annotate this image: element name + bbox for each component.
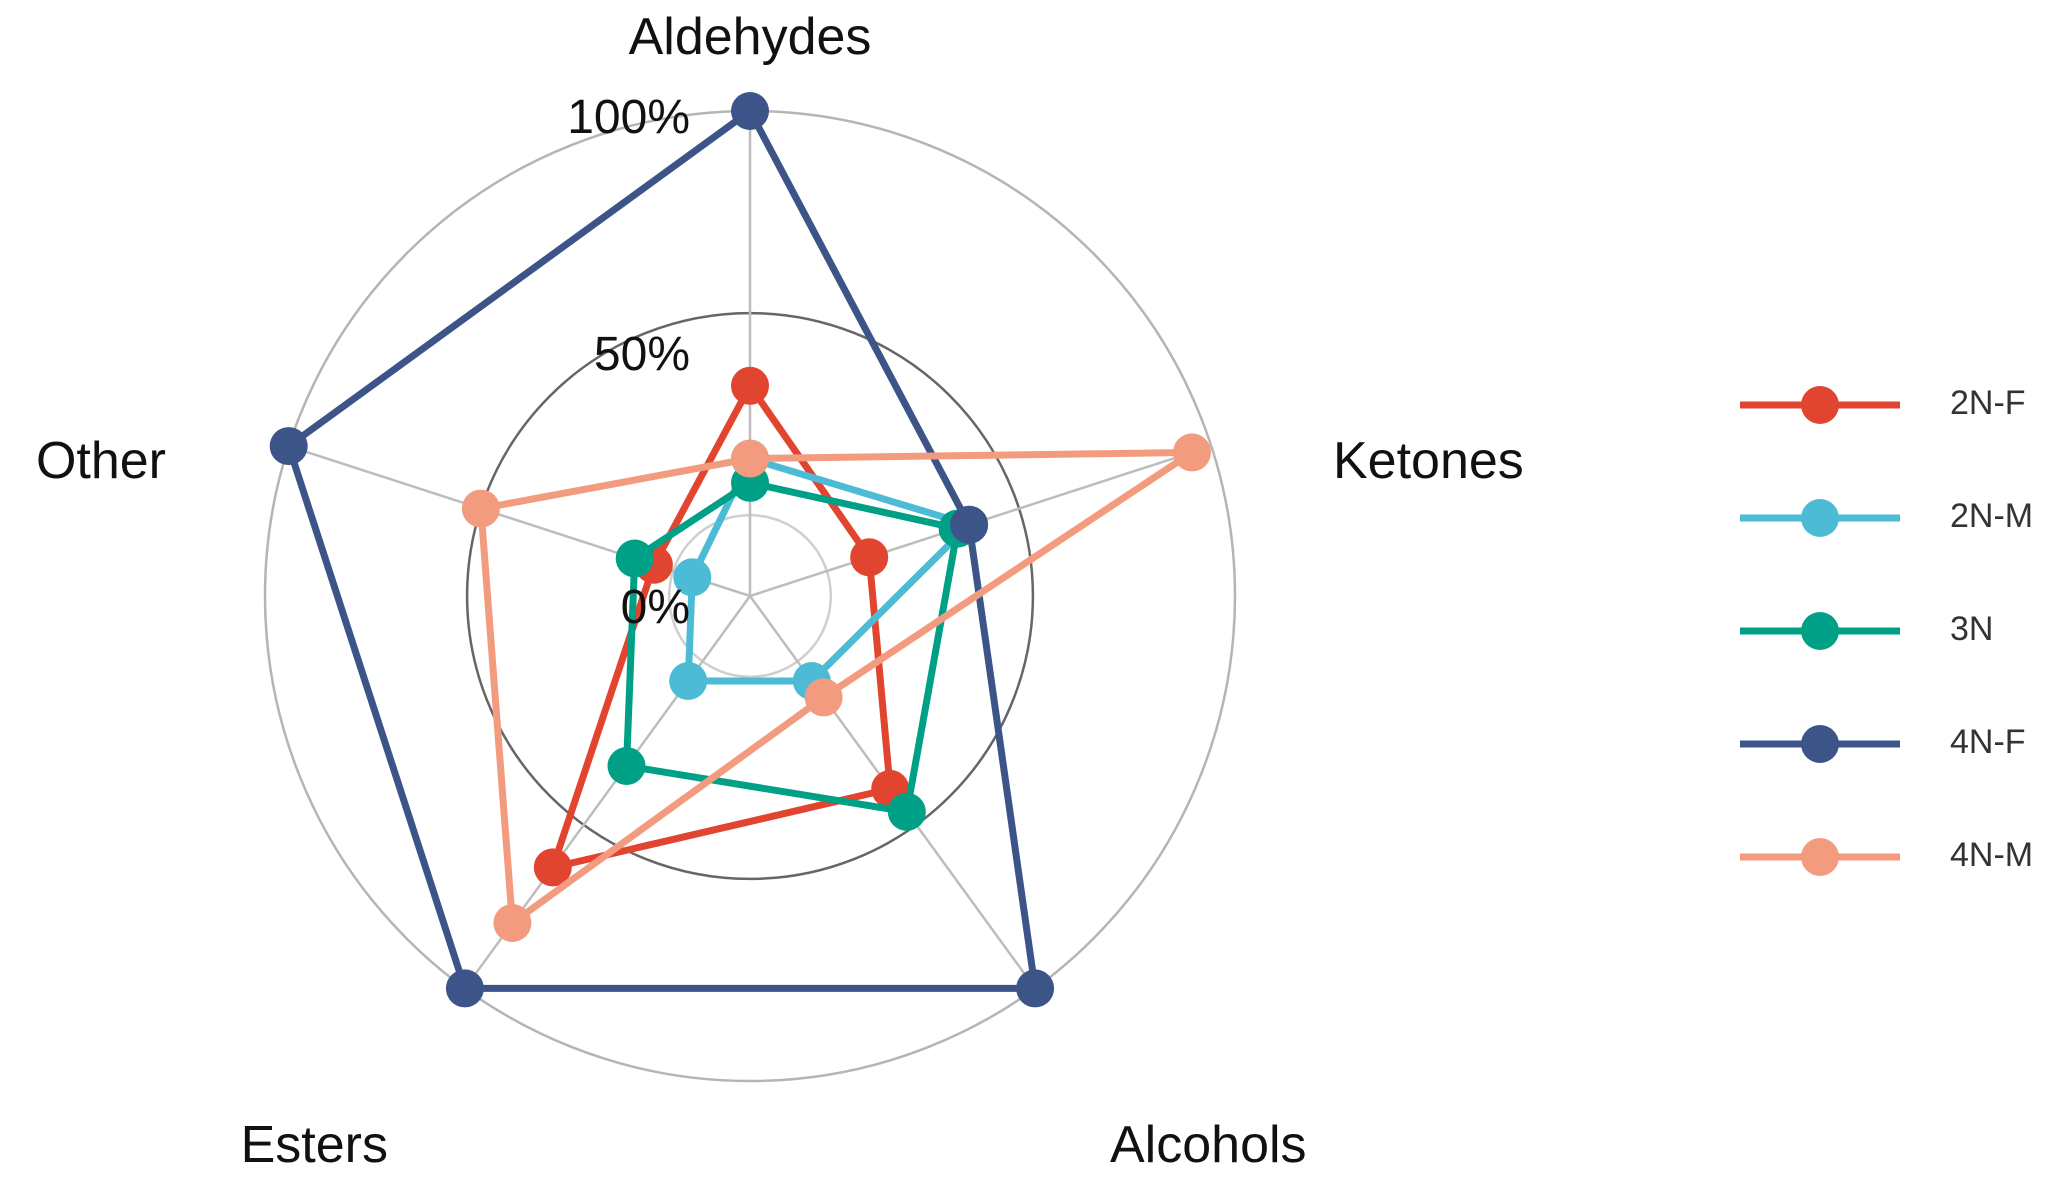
point-4n-f-aldehydes [731,92,769,130]
point-4n-f-other [269,427,308,466]
point-2n-f-aldehydes [731,366,769,405]
point-4n-f-ketones [950,505,989,544]
point-2n-m-other [673,558,712,597]
series-line-3n [623,479,962,816]
point-2n-f-ketones [850,538,889,577]
point-4n-m-aldehydes [731,439,769,478]
axis-label-esters: Esters [241,1116,388,1174]
axis-label-ketones: Ketones [1333,432,1524,490]
point-3n-alcohols [887,792,926,831]
radial-tick-labels: 0% 50% 100% [567,91,690,634]
axis-label-other: Other [36,432,166,490]
axis-label-aldehydes: Aldehydes [629,8,872,66]
legend-item-2n-m: 2N-M [1740,488,2040,548]
point-2n-f-esters [533,848,572,887]
point-4n-f-esters [445,969,484,1008]
spoke-other [288,444,751,598]
point-4n-m-alcohols [804,678,843,717]
series-3n [607,463,977,831]
legend-swatch-2n-m [1740,499,1900,537]
legend-swatch-4n-m [1740,838,1900,876]
point-4n-m-other [461,489,500,528]
legend-label-4n-m: 4N-M [1950,836,2034,874]
legend-item-2n-f: 2N-F [1740,375,2040,435]
point-4n-m-esters [493,904,532,942]
series-4n-m [461,433,1211,942]
series-line-4n-m [477,448,1196,927]
tick-label-0: 0% [621,581,690,634]
series-layer [269,92,1211,1008]
radar-chart: Aldehydes Ketones Alcohols Esters Other … [36,8,1524,1174]
series-2n-f [533,366,910,887]
legend-swatch-2n-f [1740,386,1900,424]
tick-label-100: 100% [567,91,690,144]
axis-label-alcohols: Alcohols [1110,1116,1307,1174]
legend-label-3n: 3N [1950,610,1994,648]
point-4n-f-alcohols [1016,969,1055,1008]
series-line-2n-m [684,455,973,685]
tick-label-50: 50% [594,328,690,381]
legend-label-2n-f: 2N-F [1950,384,2026,422]
legend-item-3n: 3N [1740,601,2040,661]
point-3n-other [615,539,654,578]
point-2n-m-esters [669,662,708,700]
point-3n-esters [607,747,646,785]
radar-spokes [288,111,1212,990]
legend-swatch-3n [1740,612,1900,650]
legend-label-4n-f: 4N-F [1950,723,2026,761]
legend-swatch-4n-f [1740,725,1900,763]
legend-item-4n-m: 4N-M [1740,827,2040,887]
axis-labels: Aldehydes Ketones Alcohols Esters Other [36,8,1524,1174]
legend-label-2n-m: 2N-M [1950,497,2034,535]
point-4n-m-ketones [1173,433,1211,472]
legend-item-4n-f: 4N-F [1740,714,2040,774]
